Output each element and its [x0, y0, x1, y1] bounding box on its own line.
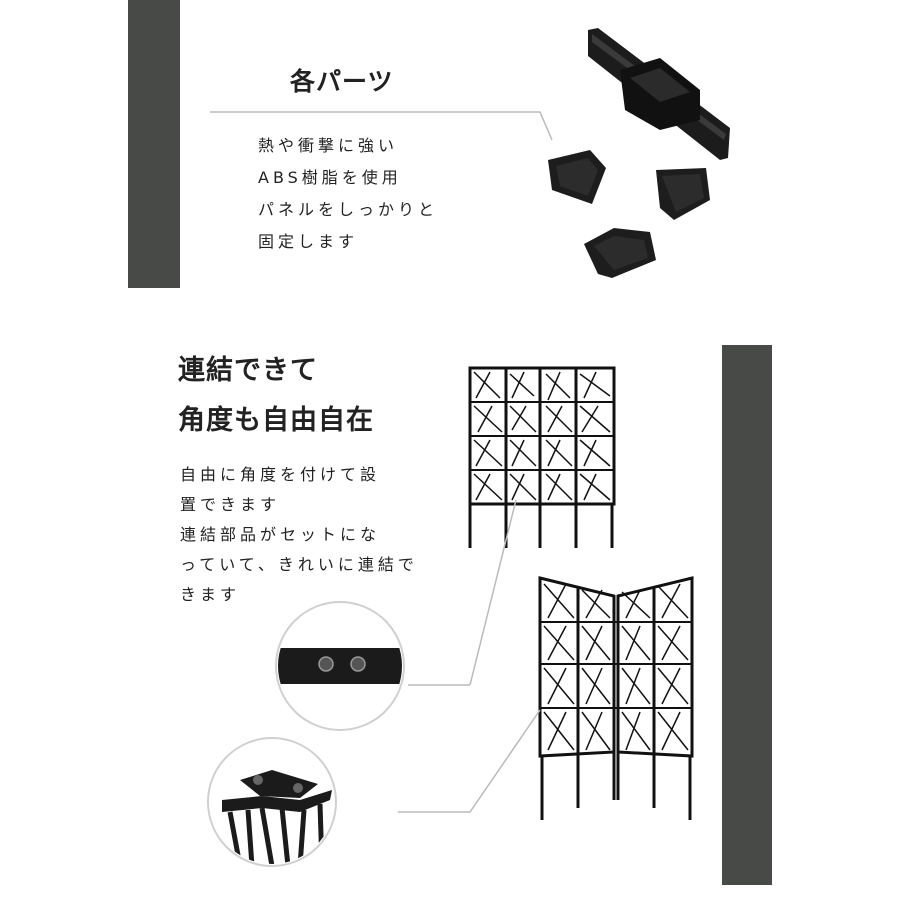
section2-body: 自由に角度を付けて設 置できます 連結部品がセットにな っていて、きれいに連結で…: [180, 460, 418, 610]
left-accent-bar: [128, 0, 180, 288]
screen-panels-angled-icon: [538, 576, 694, 820]
section2-line: っていて、きれいに連結で: [180, 555, 418, 574]
connector-bolts-closeup-icon: [275, 601, 405, 731]
section1-line: ABS樹脂を使用: [258, 168, 402, 187]
section2-heading: 連結できて 角度も自由自在: [178, 346, 374, 446]
section2-line: 自由に角度を付けて設: [180, 465, 381, 484]
section2-heading-line: 角度も自由自在: [178, 405, 374, 436]
pointer-line: [469, 499, 517, 686]
section2-line: きます: [180, 585, 241, 604]
section2-line: 連結部品がセットにな: [180, 525, 381, 544]
screen-panels-straight-icon: [468, 366, 616, 548]
section1-line: 熱や衝撃に強い: [258, 136, 399, 155]
section1-line: パネルをしっかりと: [258, 200, 439, 219]
section2-line: 置できます: [180, 495, 281, 514]
section1-heading: 各パーツ: [290, 67, 394, 96]
section1-line: 固定します: [258, 232, 359, 251]
pointer-line: [210, 111, 553, 141]
section2-heading-line: 連結できて: [178, 355, 318, 386]
corner-joint-parts-icon: [548, 28, 730, 278]
right-accent-bar: [722, 345, 772, 885]
hinge-closeup-icon: [207, 737, 337, 867]
pointer-line: [398, 709, 541, 813]
section1-body: 熱や衝撃に強い ABS樹脂を使用 パネルをしっかりと 固定します: [258, 130, 438, 258]
